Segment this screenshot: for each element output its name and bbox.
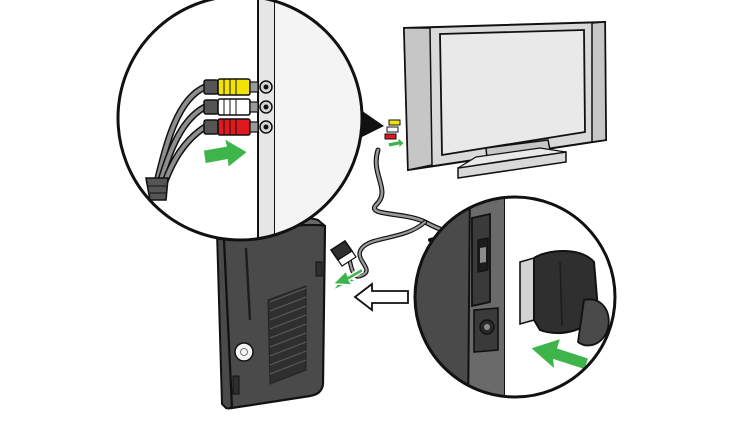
tv-screen	[439, 29, 586, 157]
console-usb-port	[232, 375, 240, 395]
green-arrow-icon	[202, 136, 250, 170]
tv-left-panel	[403, 27, 433, 171]
tv-plug-white	[386, 126, 399, 133]
magnifier-callout-tv	[116, 0, 384, 242]
console-icon	[215, 216, 327, 410]
magnifier-callout-console	[413, 195, 617, 399]
av-plug-large	[519, 250, 610, 347]
tv-side	[591, 21, 607, 143]
plug-red	[203, 118, 259, 136]
tv-av-jacks	[259, 80, 273, 134]
tv-stand-base-top	[457, 147, 567, 169]
console-power-button	[234, 342, 254, 362]
outline-arrow-icon	[353, 282, 409, 312]
console-av-port	[315, 261, 323, 277]
tv-icon	[402, 20, 608, 179]
av-connector-icon	[329, 239, 357, 267]
console-vent	[267, 285, 307, 385]
tv-plug-yellow	[388, 119, 401, 126]
composite-av-plugs-icon	[203, 78, 259, 136]
plug-white	[203, 98, 259, 116]
console-green-arrow-shape	[331, 266, 364, 286]
green-arrow-icon-console	[528, 336, 591, 372]
tv-side-plugs	[384, 119, 405, 149]
plug-yellow	[203, 78, 259, 96]
console-disc-slot	[244, 247, 252, 321]
tv-small-green-arrow	[387, 137, 405, 149]
tv-plug-red	[384, 133, 397, 140]
